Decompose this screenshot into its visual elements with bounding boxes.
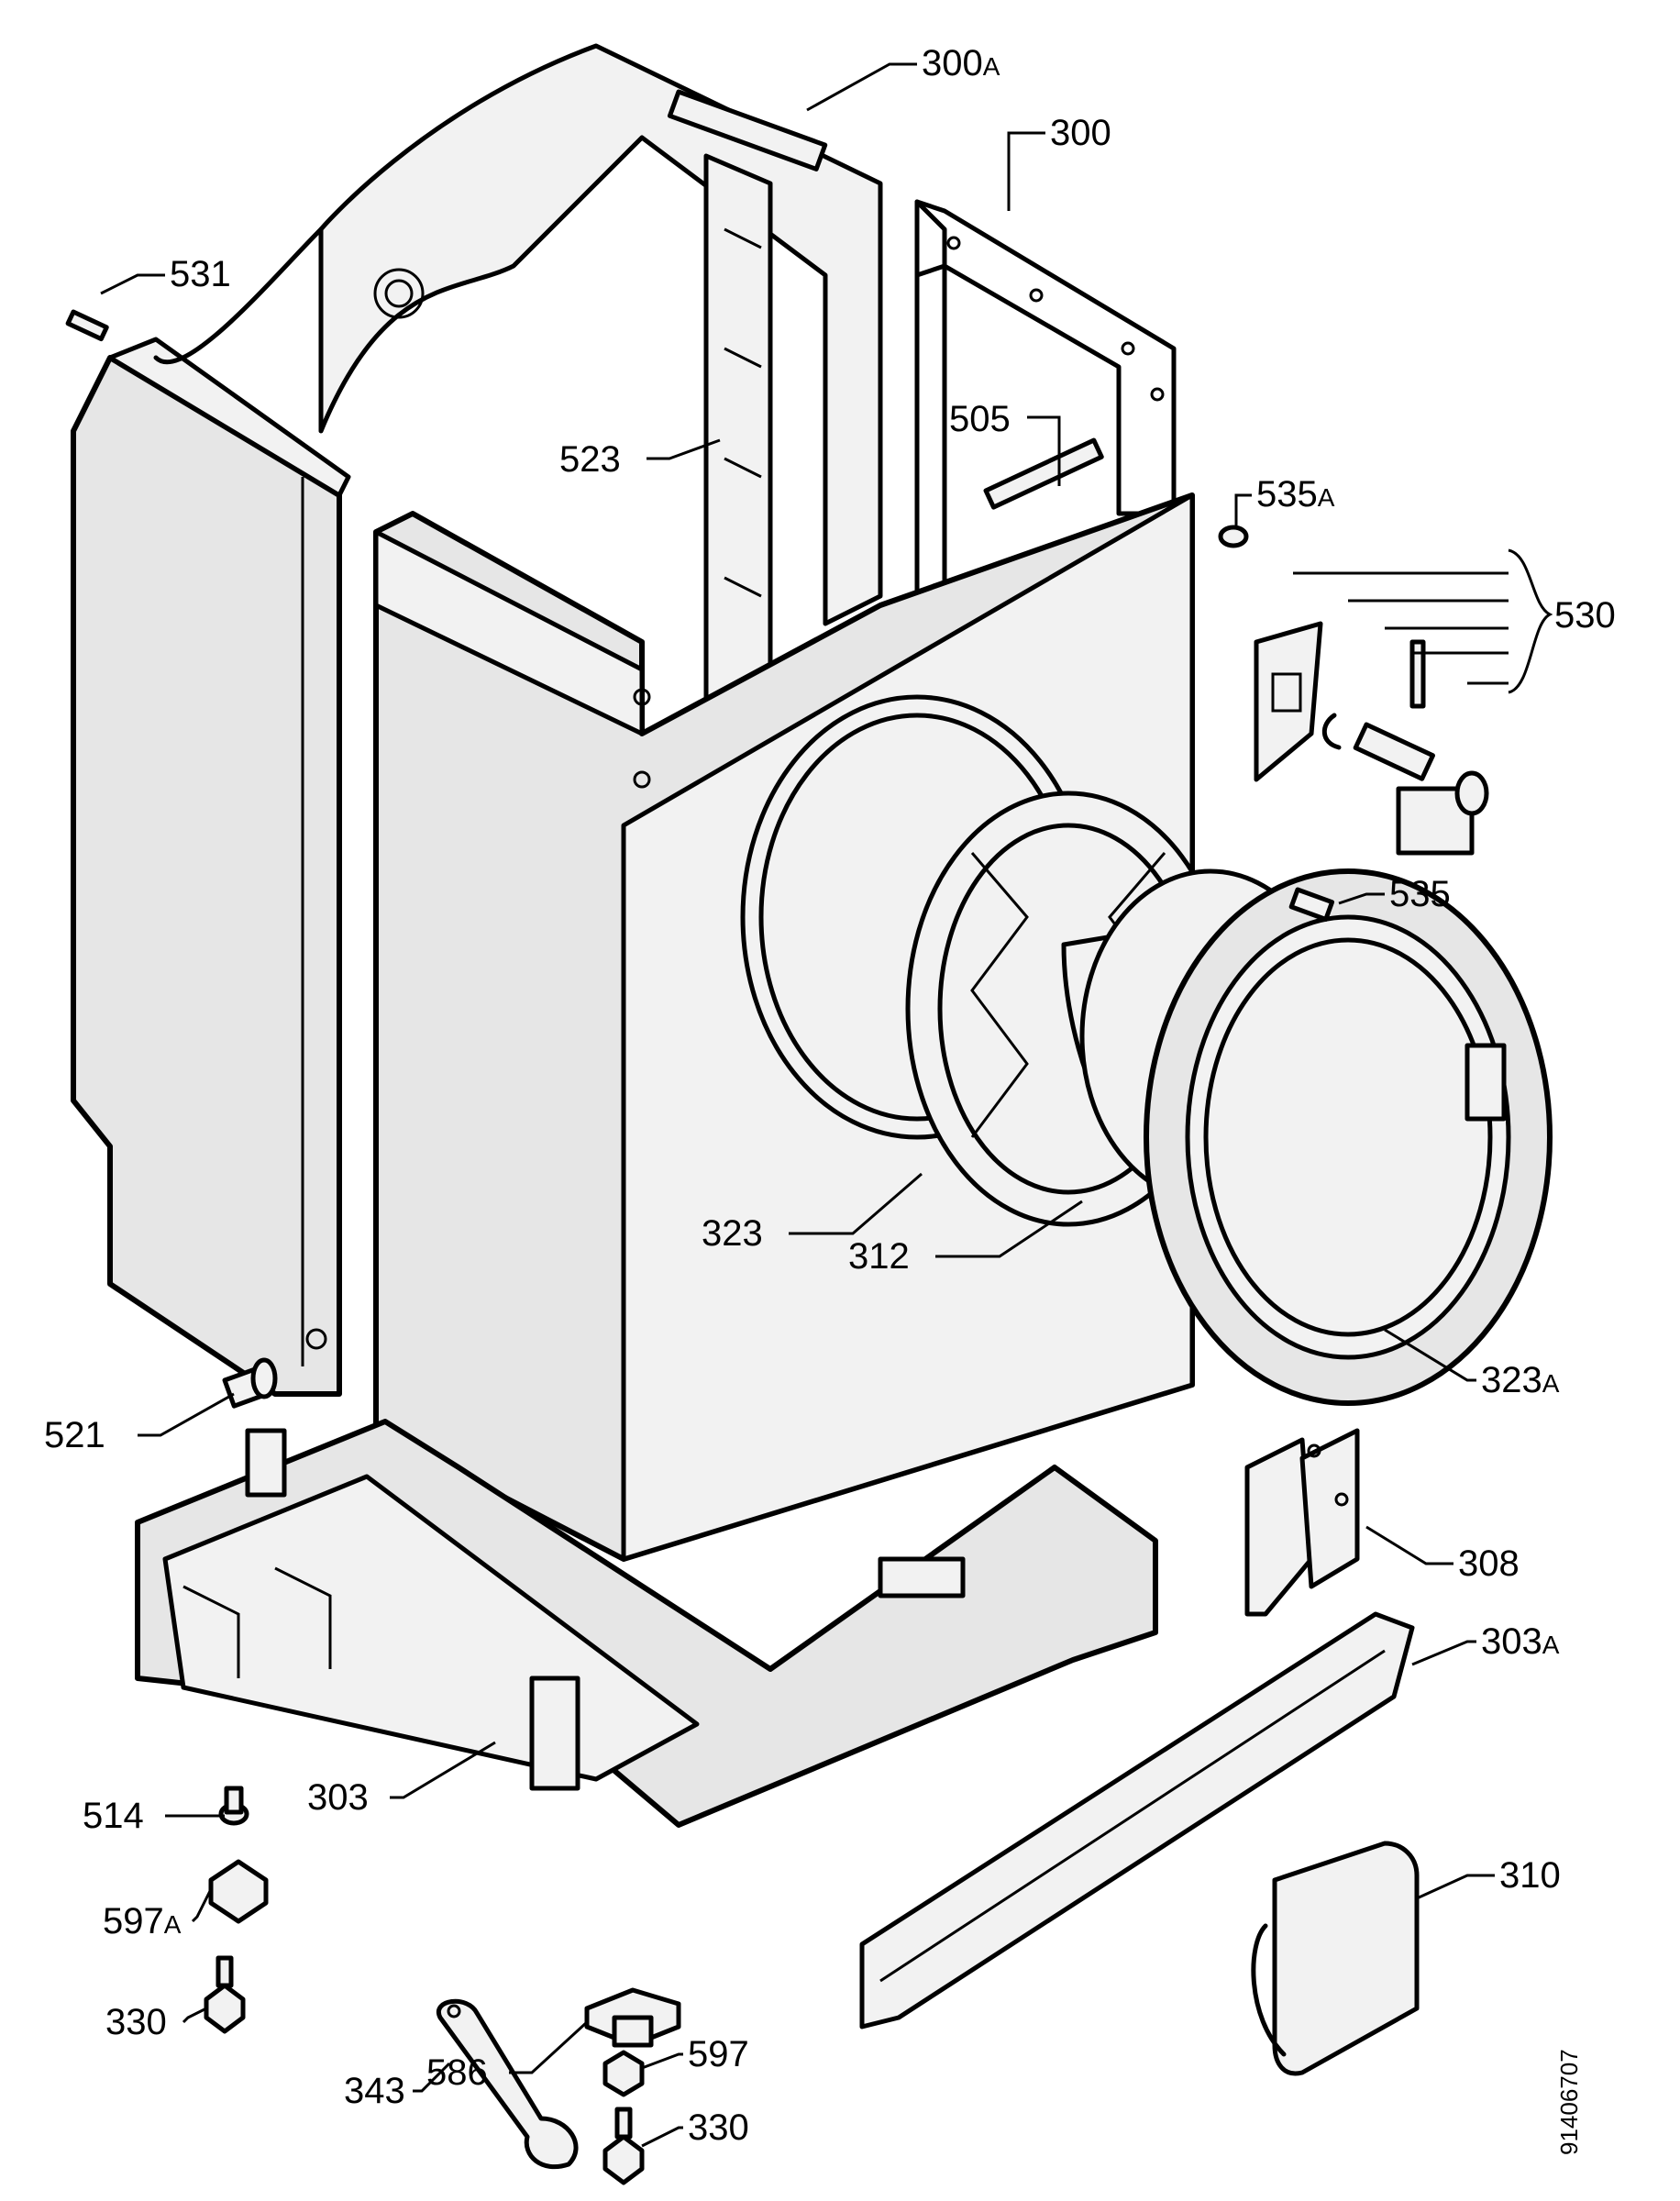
knob — [1218, 525, 1249, 548]
label-505: 505 — [949, 399, 1011, 439]
label-597A: 597A — [103, 1901, 182, 1941]
label-535A: 535A — [1256, 474, 1335, 514]
label-531: 531 — [170, 254, 231, 294]
foot-330-right — [602, 2107, 645, 2185]
foot-586 — [584, 1987, 681, 2048]
foot-330-left — [204, 1955, 246, 2034]
label-303: 303 — [307, 1777, 369, 1818]
label-343: 343 — [344, 2071, 405, 2111]
label-323: 323 — [702, 1213, 763, 1254]
label-323A: 323A — [1481, 1360, 1560, 1400]
plinth — [859, 1611, 1415, 2030]
hinge-plate — [1244, 1428, 1360, 1617]
screw-521 — [222, 1357, 278, 1409]
label-330-left: 330 — [105, 2002, 167, 2042]
base-frame — [135, 1419, 1158, 1828]
label-310: 310 — [1499, 1855, 1561, 1896]
label-530: 530 — [1554, 595, 1616, 636]
part-labels: 300A 300 531 505 523 535A 530 535 323 31… — [44, 43, 1616, 2155]
hinge-assembly — [1254, 621, 1489, 856]
label-514: 514 — [83, 1796, 144, 1836]
door-ring — [1144, 868, 1553, 1406]
label-312: 312 — [848, 1236, 910, 1277]
leader-lines — [100, 62, 1553, 2148]
vertical-rail — [703, 153, 773, 727]
label-308: 308 — [1458, 1543, 1520, 1584]
nut-597 — [602, 2050, 645, 2097]
document-id: 91406707 — [1555, 2049, 1583, 2155]
nut-597A — [208, 1859, 269, 1924]
label-303A: 303A — [1481, 1621, 1560, 1662]
left-side-panel — [71, 337, 351, 1397]
label-523: 523 — [559, 439, 621, 480]
label-535: 535 — [1389, 874, 1451, 914]
label-300: 300 — [1050, 113, 1111, 153]
cover-panel — [1251, 1841, 1420, 2076]
label-521: 521 — [44, 1415, 105, 1455]
label-586: 586 — [426, 2052, 488, 2093]
bolt-514 — [218, 1786, 249, 1826]
label-597: 597 — [688, 2034, 749, 2074]
label-330-right: 330 — [688, 2107, 749, 2148]
plug — [1288, 887, 1335, 922]
wrench — [436, 1998, 579, 2170]
pin — [983, 437, 1104, 510]
label-300A: 300A — [922, 43, 1000, 83]
screw-531 — [65, 309, 109, 342]
